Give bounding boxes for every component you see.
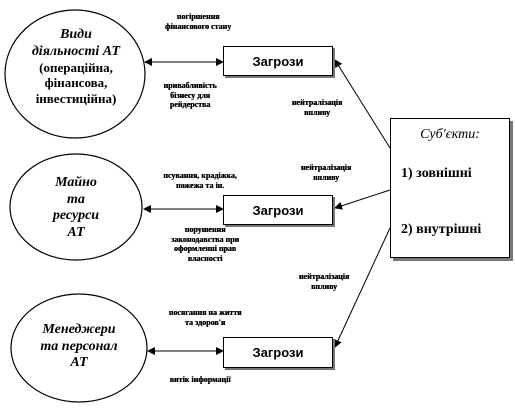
label-law-violation: порушення законодавства при оформленні п… <box>150 225 260 263</box>
property-line-1: Майно <box>55 175 97 190</box>
arrow-neutralize-1 <box>334 59 391 149</box>
n3-line-1: нейтралізація <box>298 272 350 281</box>
label-life-threat: посягання на життя та здоров'я <box>150 308 260 327</box>
l2b-line-2: законодавства при <box>170 234 240 244</box>
arrow-neutralize-3 <box>334 227 391 348</box>
arrow-neutralize-2 <box>334 189 391 210</box>
subjects-internal: 2) внутрішні <box>401 222 482 237</box>
label-damage-theft: псування, крадіжка, пожежа та ін. <box>150 171 250 190</box>
l1b-line-3: рейдерства <box>169 100 211 110</box>
n2-line-1: нейтралізація <box>300 163 352 172</box>
subjects-external: 1) зовнішні <box>401 166 472 181</box>
activities-sub-3: інвестиційна) <box>35 90 117 106</box>
activities-line-2: діяльності АТ <box>31 43 121 59</box>
l1b-line-1: привабливість <box>163 81 217 90</box>
threat-label-3: Загрози <box>252 345 304 360</box>
label-neutralization-2: нейтралізація впливу <box>286 163 366 182</box>
property-line-4: АТ <box>67 224 85 240</box>
threat-box-2: Загрози <box>223 195 333 225</box>
subjects-title: Суб'єкти: <box>420 127 480 142</box>
label-raider-attractiveness: привабливість бізнесу для рейдерства <box>150 81 230 110</box>
l3a-line-2: та здоров'я <box>184 317 226 327</box>
ellipse-activities-text: Види діяльності АТ (операційна, фінансов… <box>10 27 142 106</box>
threat-box-3: Загрози <box>223 337 333 368</box>
l2b-line-4: власності <box>187 253 223 263</box>
n1-line-2: впливу <box>303 107 331 117</box>
property-line-2: та <box>67 191 85 207</box>
label-info-leak: витік інформації <box>150 375 250 385</box>
ellipse-property <box>9 153 143 261</box>
subjects-box: Суб'єкти: 1) зовнішні 2) внутрішні <box>390 118 510 258</box>
n3-line-2: впливу <box>310 281 338 291</box>
label-financial-deterioration: погіршення фінансового стану <box>148 12 248 31</box>
ellipse-activities <box>4 9 146 139</box>
managers-line-3: АТ <box>70 355 88 371</box>
n2-line-2: впливу <box>312 172 340 182</box>
label-neutralization-3: нейтралізація впливу <box>284 272 364 291</box>
l3b-line-1: витік інформації <box>169 375 231 384</box>
n1-line-1: нейтралізація <box>291 98 343 107</box>
threat-box-1: Загрози <box>223 46 333 76</box>
threat-label-2: Загрози <box>252 202 304 218</box>
l2a-line-2: пожежа та ін. <box>175 180 225 190</box>
l2b-line-3: оформленні прав <box>173 244 237 254</box>
threat-label-1: Загрози <box>252 53 304 69</box>
ellipse-property-text: Майно та ресурси АТ <box>20 175 132 241</box>
managers-line-1: Менеджери <box>42 322 116 337</box>
ellipse-managers-text: Менеджери та персонал АТ <box>18 322 140 372</box>
activities-sub-1: (операційна, <box>39 60 113 76</box>
l1a-line-1: погіршення <box>176 12 220 21</box>
l2a-line-1: псування, крадіжка, <box>163 171 237 180</box>
l1b-line-2: бізнесу для <box>169 90 210 100</box>
label-neutralization-1: нейтралізація впливу <box>277 98 357 117</box>
activities-sub-2: фінансова, <box>44 75 108 91</box>
l1a-line-2: фінансового стану <box>164 21 232 31</box>
l2b-line-1: порушення <box>184 225 226 234</box>
activities-line-1: Види <box>60 27 92 42</box>
property-line-3: ресурси <box>52 208 100 224</box>
l3a-line-1: посягання на життя <box>168 308 242 317</box>
managers-line-2: та персонал <box>40 338 118 354</box>
